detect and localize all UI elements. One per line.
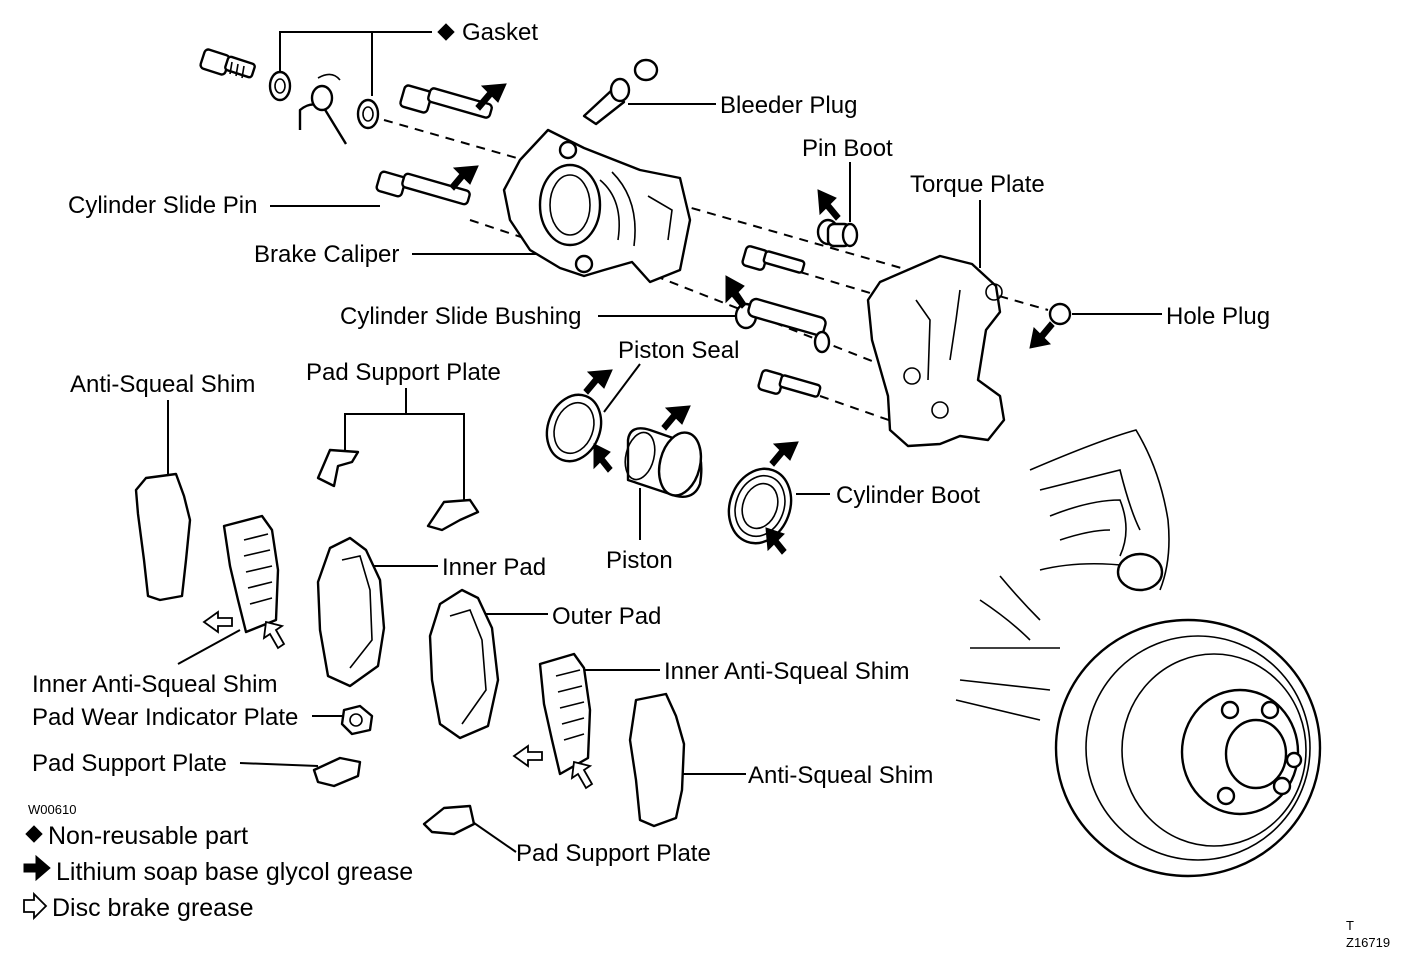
label-gasket: Gasket <box>462 19 538 46</box>
anti-squeal-shim-left <box>134 472 192 602</box>
corner-code: T Z16719 <box>1346 918 1390 950</box>
inner-anti-squeal-shim-left <box>222 514 280 634</box>
label-pin-boot: Pin Boot <box>802 135 893 162</box>
grease-arrow-icon <box>449 165 479 191</box>
part-labels: Gasket Bleeder Plug Pin Boot Torque Plat… <box>32 19 1270 867</box>
piston-seal <box>545 393 603 463</box>
inner-anti-squeal-shim-right <box>538 652 592 776</box>
disc-grease-arrow-icon <box>202 610 233 634</box>
cylinder-boot <box>727 467 793 545</box>
slide-pins <box>375 84 493 206</box>
grease-arrow-icon <box>817 189 841 221</box>
label-cylinder-slide-pin: Cylinder Slide Pin <box>68 192 257 219</box>
label-pad-support-plate-bottom: Pad Support Plate <box>516 840 711 867</box>
legend-lithium-grease: Lithium soap base glycol grease <box>56 858 413 886</box>
label-hole-plug: Hole Plug <box>1166 303 1270 330</box>
leader-lines <box>167 31 1162 853</box>
torque-plate <box>866 254 1006 448</box>
label-piston: Piston <box>606 547 673 574</box>
markers <box>202 83 1055 790</box>
pin-boot <box>816 218 859 248</box>
torque-plate-bolts <box>741 245 822 398</box>
legend-disc-grease: Disc brake grease <box>52 894 253 922</box>
grease-arrow-icon <box>583 369 613 395</box>
grease-arrow-icon <box>475 83 507 111</box>
label-pad-support-plate-left: Pad Support Plate <box>32 750 227 777</box>
label-inner-anti-squeal-shim-left: Inner Anti-Squeal Shim <box>32 671 277 698</box>
banjo-bolt <box>199 48 256 79</box>
brake-disc-assembly <box>955 429 1322 878</box>
inner-pad <box>316 536 386 688</box>
piston <box>624 427 703 498</box>
slide-bushing <box>734 297 831 354</box>
diamond-icon <box>25 825 43 843</box>
legend: W00610 Non-reusable part Lithium soap ba… <box>23 802 413 922</box>
anti-squeal-shim-right <box>628 692 686 828</box>
grease-arrow-icon <box>765 527 787 555</box>
corner-code-line1: T <box>1346 918 1354 933</box>
disc-grease-arrow-icon <box>512 744 543 768</box>
legend-non-reusable: Non-reusable part <box>48 822 248 850</box>
label-cylinder-slide-bushing: Cylinder Slide Bushing <box>340 303 581 330</box>
union-fitting <box>298 73 348 145</box>
filled-arrow-icon <box>23 854 51 882</box>
label-torque-plate: Torque Plate <box>910 171 1045 198</box>
label-bleeder-plug: Bleeder Plug <box>720 92 857 119</box>
gasket-rings <box>268 70 380 130</box>
grease-arrow-icon <box>725 275 747 309</box>
label-inner-anti-squeal-shim-right: Inner Anti-Squeal Shim <box>664 658 909 685</box>
grease-arrow-icon <box>1029 321 1055 349</box>
grease-arrow-icon <box>769 441 799 467</box>
corner-code-line2: Z16719 <box>1346 935 1390 950</box>
outer-pad <box>428 588 500 740</box>
disc-grease-arrow-icon <box>262 620 286 650</box>
label-piston-seal: Piston Seal <box>618 337 739 364</box>
brake-caliper <box>502 128 692 284</box>
label-pad-support-plate-top: Pad Support Plate <box>306 359 501 386</box>
legend-code: W00610 <box>28 802 76 817</box>
pad-lower-plates <box>312 704 476 836</box>
label-outer-pad: Outer Pad <box>552 603 661 630</box>
grease-arrow-icon <box>661 405 691 431</box>
label-brake-caliper: Brake Caliper <box>254 241 399 268</box>
label-cylinder-boot: Cylinder Boot <box>836 482 980 509</box>
label-inner-pad: Inner Pad <box>442 554 546 581</box>
label-pad-wear-indicator-plate: Pad Wear Indicator Plate <box>32 704 298 731</box>
label-anti-squeal-shim-left: Anti-Squeal Shim <box>70 371 255 398</box>
label-anti-squeal-shim-right: Anti-Squeal Shim <box>748 762 933 789</box>
non-reusable-diamond-icon <box>437 23 455 41</box>
pad-support-plates-top <box>316 448 480 532</box>
hole-plug <box>1048 302 1072 326</box>
assembly-lines <box>383 119 1049 425</box>
grease-arrow-icon <box>593 443 613 473</box>
open-arrow-icon <box>23 891 48 921</box>
bleeder-plug <box>582 58 659 126</box>
disc-grease-arrow-icon <box>570 760 594 790</box>
